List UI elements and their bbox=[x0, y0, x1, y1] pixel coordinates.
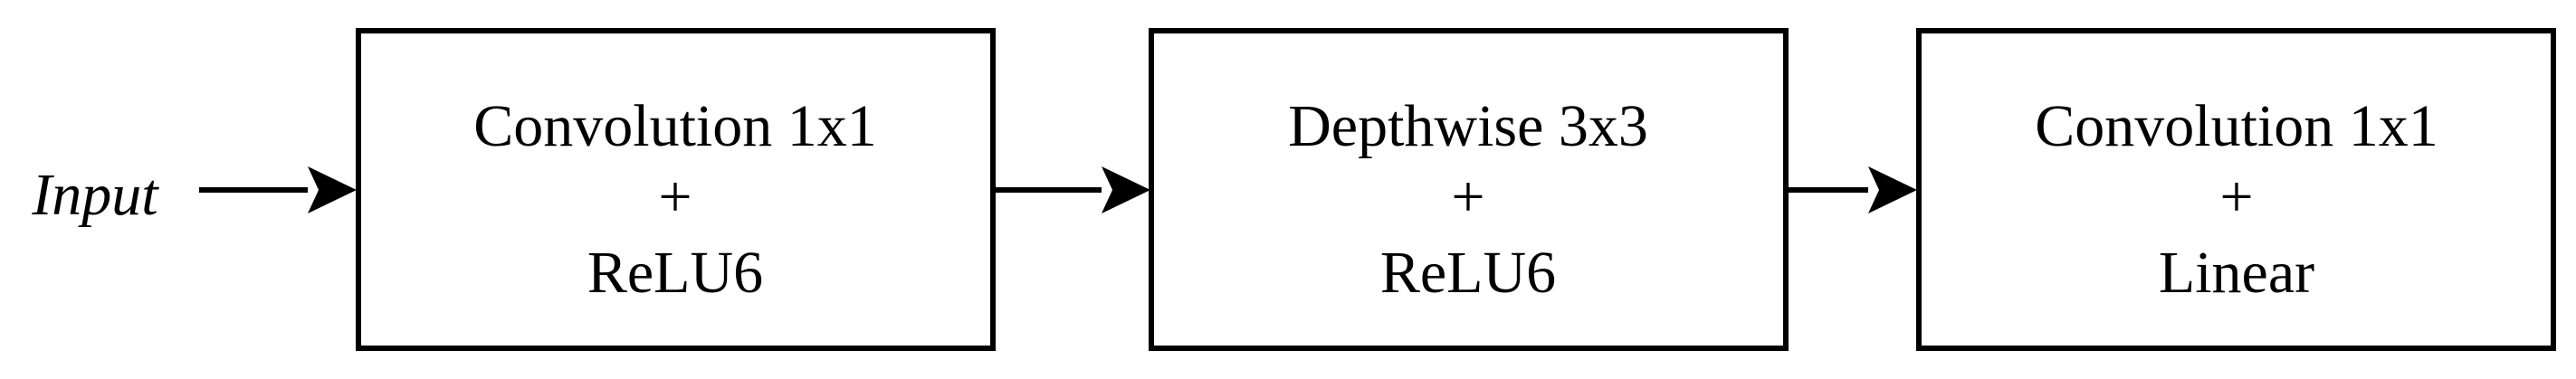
block-1-line-1: Convolution 1x1 bbox=[473, 93, 877, 159]
block-2-line-2: + bbox=[1451, 164, 1484, 230]
block-convolution-linear: Convolution 1x1 + Linear bbox=[1916, 28, 2556, 351]
arrow-input-to-block-1 bbox=[199, 166, 357, 213]
block-3-frame bbox=[1916, 28, 2556, 351]
block-convolution-relu6: Convolution 1x1 + ReLU6 bbox=[356, 28, 996, 351]
block-2-line-3: ReLU6 bbox=[1380, 240, 1556, 306]
block-1-line-3: ReLU6 bbox=[587, 240, 763, 306]
input-label: Input bbox=[31, 162, 159, 228]
arrow-block-1-to-block-2 bbox=[993, 166, 1150, 213]
arrow-block-2-to-block-3 bbox=[1786, 166, 1917, 213]
block-2-line-1: Depthwise 3x3 bbox=[1288, 93, 1648, 159]
block-1-line-2: + bbox=[658, 164, 692, 230]
block-3-line-3: Linear bbox=[2159, 240, 2314, 306]
block-3-line-1: Convolution 1x1 bbox=[2035, 93, 2438, 159]
block-3-line-2: + bbox=[2219, 164, 2253, 230]
